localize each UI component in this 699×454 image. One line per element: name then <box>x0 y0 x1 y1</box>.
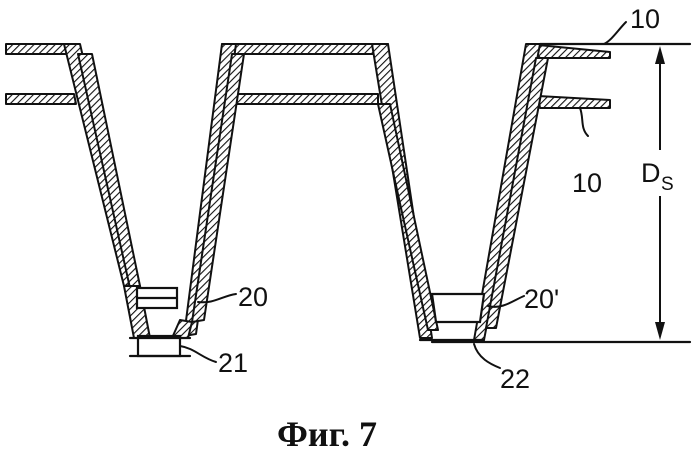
ref-20-prime: 20' <box>524 284 559 314</box>
figure-caption: Фиг. 7 <box>277 414 377 454</box>
ref-20: 20 <box>238 282 268 312</box>
ref-21: 21 <box>218 348 248 378</box>
plug-20-prime <box>432 294 484 322</box>
dimension-label: D <box>641 158 661 188</box>
leader-22 <box>474 344 500 368</box>
leader-10-top <box>604 22 626 44</box>
dimension-label-subscript: S <box>661 174 674 195</box>
ref-22: 22 <box>500 364 530 394</box>
upper-sheet-layer <box>6 44 610 58</box>
leader-10-side <box>580 108 588 136</box>
ref-10-side: 10 <box>572 168 602 198</box>
leader-21 <box>180 346 216 362</box>
ref-10-top: 10 <box>630 4 660 34</box>
